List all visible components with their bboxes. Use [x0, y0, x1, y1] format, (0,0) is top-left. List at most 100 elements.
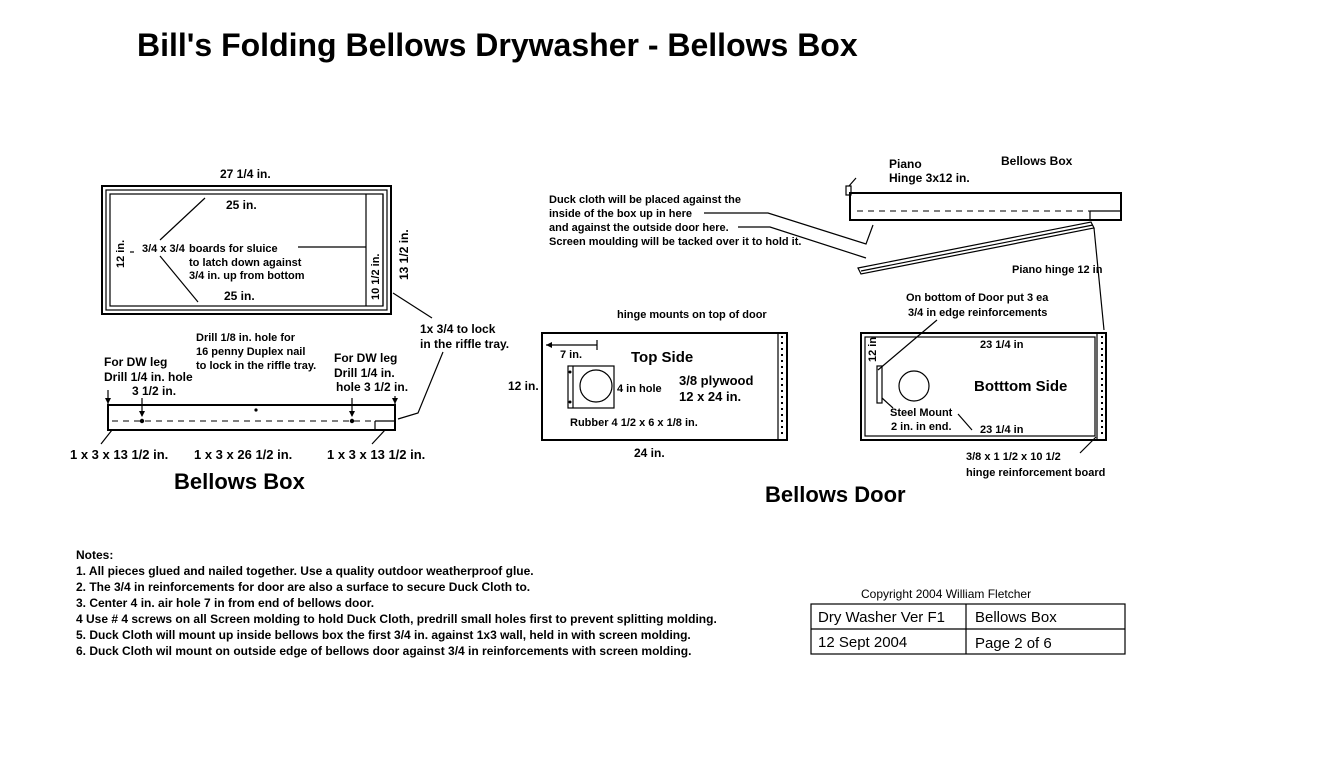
bottom-side-dim-label: 12 in [867, 337, 879, 362]
sluice-size-label: 3/4 x 3/4 [142, 243, 186, 255]
door-width-label: 24 in. [634, 446, 665, 460]
page-title: Bill's Folding Bellows Drywasher - Bello… [137, 27, 858, 63]
piano-hinge-leader [848, 177, 857, 187]
plywood-line-1: 3/8 plywood [679, 373, 753, 388]
piano-hinge-mark [845, 185, 852, 196]
box-width-label: 27 1/4 in. [220, 167, 271, 181]
bottom-note-leader [877, 319, 938, 371]
bellows-door-caption: Bellows Door [765, 482, 906, 507]
hinge-view-title: Bellows Box [1001, 154, 1073, 168]
note-item: 3. Center 4 in. air hole 7 in from end o… [76, 596, 374, 610]
steel-mount-leader [881, 397, 894, 409]
drill-center-line-1: Drill 1/8 in. hole for [196, 332, 296, 344]
duck-line-4: Screen moulding will be tacked over it t… [549, 236, 801, 248]
door-bottom-side-view: On bottom of Door put 3 ea 3/4 in edge r… [860, 292, 1107, 479]
sheet-name-cell: Bellows Box [975, 609, 1057, 626]
left-leg-line-1: For DW leg [104, 355, 167, 369]
duck-line-1: Duck cloth will be placed against the [549, 194, 741, 206]
duck-leader-outside [738, 226, 867, 259]
air-hole-label: 4 in hole [617, 383, 662, 395]
piano-line-1: Piano [889, 157, 922, 171]
piano-hinge-12-label: Piano hinge 12 in [1012, 264, 1103, 276]
note-item: 4 Use # 4 screws on all Screen molding t… [76, 612, 717, 626]
dim-right-leader [371, 429, 386, 445]
duck-line-2: inside of the box up in here [549, 208, 692, 220]
sluice-leader-bottom [159, 255, 199, 303]
door-bottom-reinforcement [864, 336, 1096, 437]
rubber-screw-top [568, 370, 572, 374]
bellows-box-caption: Bellows Box [174, 469, 306, 494]
bottom-note-line-1: On bottom of Door put 3 ea [906, 292, 1049, 304]
plywood-line-2: 12 x 24 in. [679, 389, 741, 404]
nail-hole-center [254, 408, 258, 412]
note-item: 1. All pieces glued and nailed together.… [76, 564, 534, 578]
sluice-line-3: 3/4 in. up from bottom [189, 270, 305, 282]
note-item: 5. Duck Cloth will mount up inside bello… [76, 628, 691, 642]
box-outer-height-label: 13 1/2 in. [397, 229, 411, 280]
box-mid-frame [105, 189, 388, 311]
rubber-screw-bottom [568, 400, 572, 404]
dim-left-leader [100, 429, 113, 445]
door-height-label: 12 in. [508, 379, 539, 393]
box-outer-frame [101, 185, 392, 315]
dim-7-label: 7 in. [560, 349, 582, 361]
bottom-air-hole [898, 370, 930, 402]
riffle-lock-leader-up [392, 292, 433, 319]
note-item: 2. The 3/4 in reinforcements for door ar… [76, 580, 530, 594]
sluice-leader-top [159, 197, 206, 241]
note-item: 6. Duck Cloth wil mount on outside edge … [76, 644, 691, 658]
page-cell: Page 2 of 6 [975, 635, 1052, 652]
door-open-inner-line [860, 224, 1094, 272]
steel-line-leader [957, 413, 973, 431]
dim-center-label: 1 x 3 x 26 1/2 in. [194, 447, 292, 462]
rubber-pad [567, 365, 615, 409]
drill-center-line-3: to lock in the riffle tray. [196, 360, 316, 372]
sluice-line-1: boards for sluice [189, 243, 278, 255]
box-side-view: 1x 3/4 to lock in the riffle tray. Drill… [70, 292, 509, 494]
date-cell: 12 Sept 2004 [818, 634, 907, 651]
bottom-note-line-2: 3/4 in edge reinforcements [908, 307, 1047, 319]
right-end-arrowhead [392, 398, 398, 404]
door-top-title: Top Side [631, 349, 693, 366]
box-inner-top-label: 25 in. [226, 198, 257, 212]
bellows-box-side [849, 192, 1122, 221]
left-leg-line-2: Drill 1/4 in. hole [104, 370, 193, 384]
steel-line-1: Steel Mount [890, 407, 953, 419]
leg-right-arrowhead [349, 411, 355, 417]
reinf-leader [1079, 436, 1097, 454]
riffle-lock-line-2: in the riffle tray. [420, 337, 509, 351]
dim-7-arrowhead [546, 342, 552, 348]
hinge-side-view: Piano Hinge 3x12 in. Bellows Box Duck cl… [549, 154, 1122, 331]
reinf-line-2: hinge reinforcement board [966, 467, 1105, 479]
door-bottom-title: Botttom Side [974, 378, 1067, 395]
box-top-view: 27 1/4 in. 25 in. 25 in. 12 in. 3/4 x 3/… [101, 167, 411, 315]
steel-line-2: 2 in. in end. [891, 421, 952, 433]
right-leg-line-1: For DW leg [334, 351, 397, 365]
box-inner-height-label: 10 1/2 in. [370, 254, 382, 300]
notes-heading: Notes: [76, 548, 113, 562]
box-side-left-label: 12 in. [115, 240, 127, 268]
air-hole [579, 369, 613, 403]
right-leg-line-3: hole 3 1/2 in. [336, 380, 408, 394]
duck-leader-inside [704, 212, 874, 245]
left-end-arrowhead [105, 398, 111, 404]
reinf-line-1: 3/8 x 1 1/2 x 10 1/2 [966, 451, 1061, 463]
right-leg-line-2: Drill 1/4 in. [334, 366, 395, 380]
riffle-lock-line-1: 1x 3/4 to lock [420, 322, 496, 336]
leg-hole-left [139, 418, 145, 424]
box-inner-bottom-label: 25 in. [224, 289, 255, 303]
piano-line-2: Hinge 3x12 in. [889, 171, 970, 185]
leg-hole-right [349, 418, 355, 424]
copyright-label: Copyright 2004 William Fletcher [861, 587, 1031, 601]
left-leg-line-3: 3 1/2 in. [132, 384, 176, 398]
bottom-bottom-dim-label: 23 1/4 in [980, 424, 1024, 436]
bottom-top-dim-label: 23 1/4 in [980, 339, 1024, 351]
door-top-outline [541, 332, 788, 441]
rubber-label: Rubber 4 1/2 x 6 x 1/8 in. [570, 417, 698, 429]
riffle-lock-leader-down [397, 351, 444, 420]
notes-block: Notes: 1. All pieces glued and nailed to… [76, 548, 717, 658]
piano-hinge-12-leader [1093, 227, 1105, 331]
dim-left-label: 1 x 3 x 13 1/2 in. [70, 447, 168, 462]
duck-line-3: and against the outside door here. [549, 222, 729, 234]
